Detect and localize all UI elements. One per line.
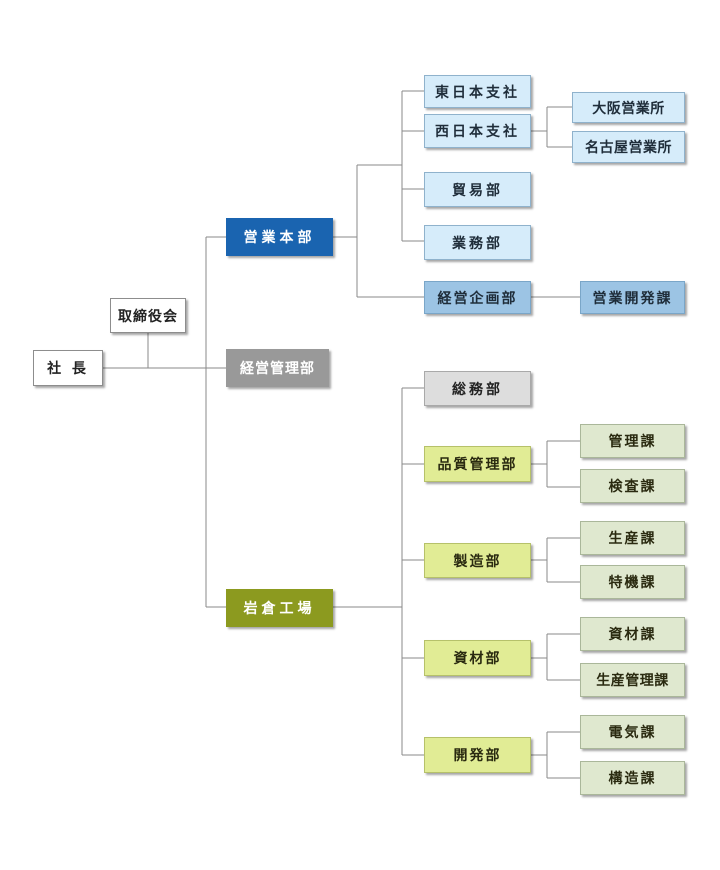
management-division-box: 経営管理部 [226,349,329,387]
nagoya-office-box: 名古屋営業所 [572,131,685,163]
inspection-section-box: 検査課 [580,469,685,503]
production-section-box: 生産課 [580,521,685,555]
structural-section-box: 構造課 [580,761,685,795]
development-dept-box: 開発部 [424,737,531,773]
planning-dept-box: 経営企画部 [424,281,531,314]
electrical-section-box: 電気課 [580,715,685,749]
materials-section-box: 資材課 [580,617,685,651]
business-dept-box: 業務部 [424,225,531,260]
special-machinery-section-box: 特機課 [580,565,685,599]
iwakura-factory-box: 岩倉工場 [226,589,333,627]
general-affairs-dept-box: 総務部 [424,371,531,406]
board-box: 取締役会 [110,298,186,333]
management-section-box: 管理課 [580,424,685,458]
trade-dept-box: 貿易部 [424,172,531,207]
west-japan-branch-box: 西日本支社 [424,114,531,148]
president-box: 社 長 [33,350,103,386]
materials-dept-box: 資材部 [424,640,531,676]
production-management-section-box: 生産管理課 [580,663,685,697]
sales-hq-box: 営業本部 [226,218,333,256]
east-japan-branch-box: 東日本支社 [424,75,531,108]
sales-development-section-box: 営業開発課 [580,281,685,314]
osaka-office-box: 大阪営業所 [572,92,685,123]
quality-management-dept-box: 品質管理部 [424,446,531,482]
manufacturing-dept-box: 製造部 [424,543,531,578]
